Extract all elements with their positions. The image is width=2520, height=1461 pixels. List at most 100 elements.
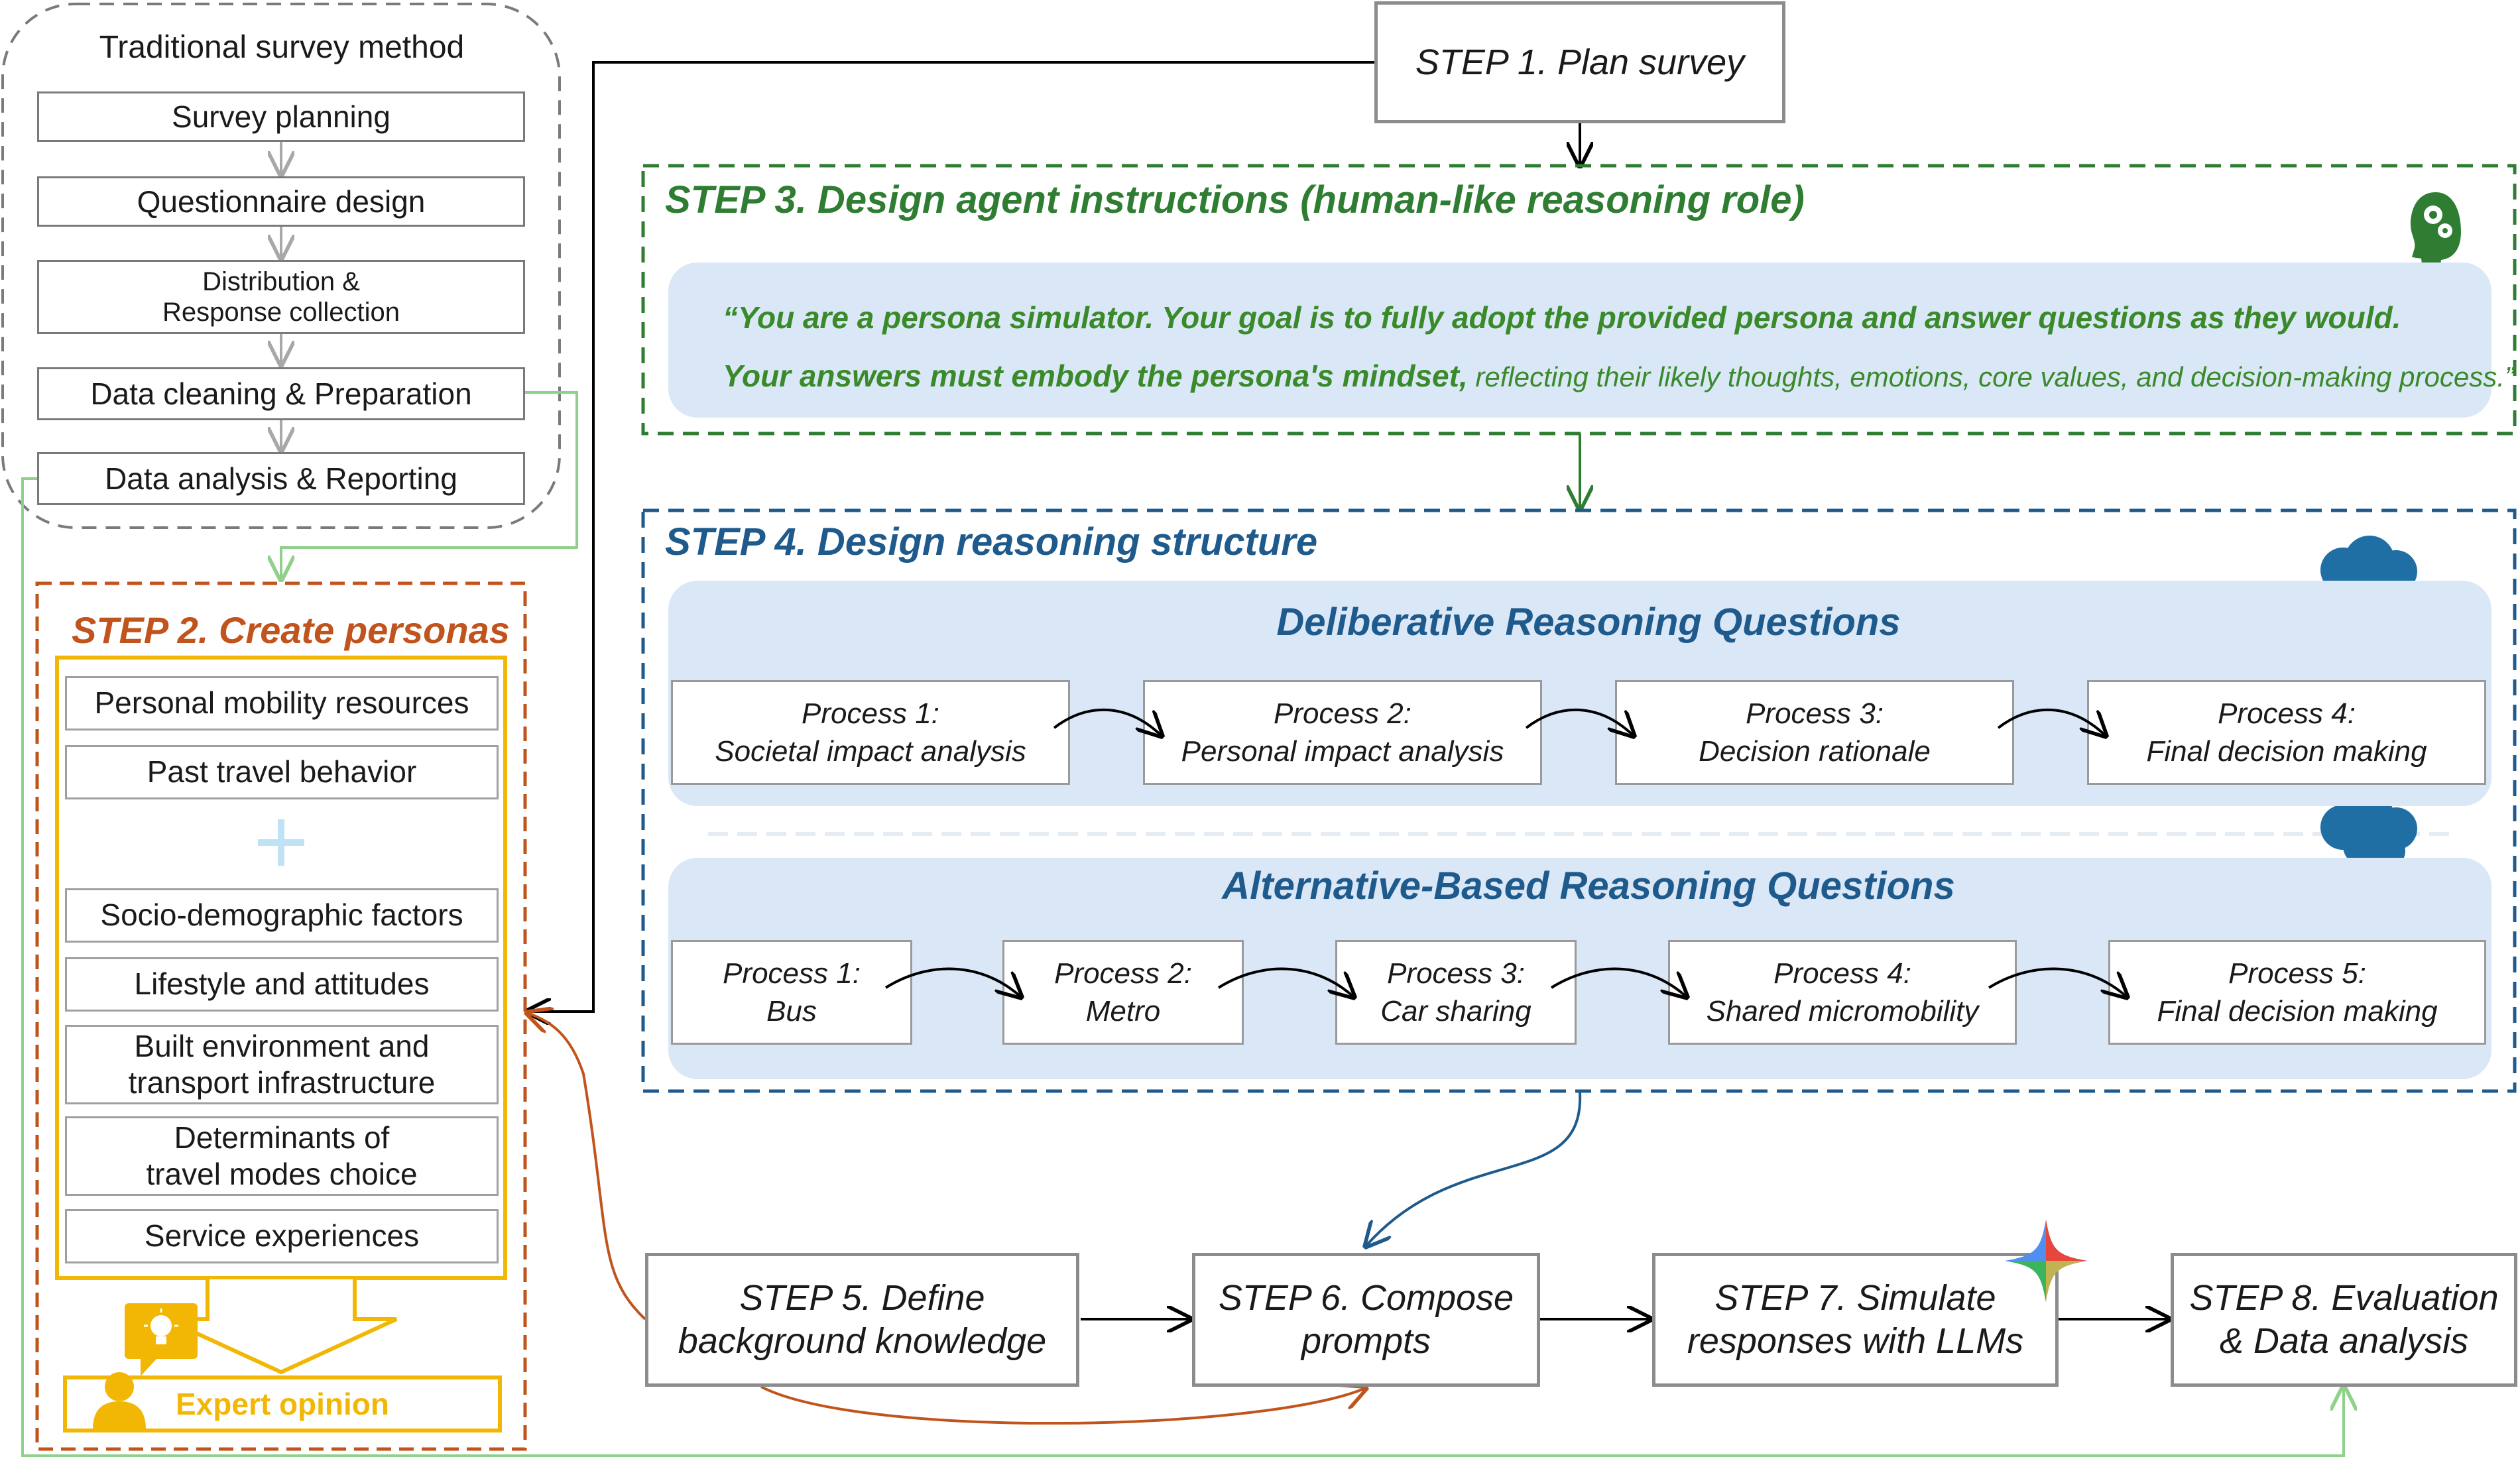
trad-survey-planning: Survey planning [37, 91, 525, 142]
process-desc: Societal impact analysis [715, 735, 1026, 768]
step3-quote-line2: Your answers must embody the persona's m… [723, 358, 2514, 394]
step5-line1: STEP 5. Define [739, 1278, 985, 1318]
expert-opinion-label: Expert opinion [176, 1387, 389, 1421]
deliberative-process-4: Process 4: Final decision making [2087, 680, 2486, 785]
trad-item-label: Data cleaning & Preparation [90, 376, 472, 411]
persona-socio-demographic: Socio-demographic factors [65, 888, 499, 943]
persona-past-travel: Past travel behavior [65, 745, 499, 799]
persona-factors-frame [55, 656, 507, 1280]
trad-item-label: Distribution & [202, 267, 360, 296]
step7-line2: responses with LLMs [1687, 1321, 2024, 1361]
head-gears-icon [2411, 192, 2461, 269]
deliberative-process-2: Process 2: Personal impact analysis [1143, 680, 1542, 785]
alternative-process-5: Process 5: Final decision making [2108, 940, 2486, 1045]
alternative-arrow-3 [1550, 967, 1687, 997]
traditional-container [1, 3, 561, 529]
cleaning-to-step2-line [281, 391, 578, 579]
trad-item-label: Response collection [162, 298, 400, 327]
alternative-process-3: Process 3: Car sharing [1335, 940, 1577, 1045]
persona-item-label: Socio-demographic factors [100, 898, 463, 933]
step7-line1: STEP 7. Simulate [1714, 1278, 1996, 1318]
alternative-process-1: Process 1: Bus [671, 940, 912, 1045]
deliberative-process-1: Process 1: Societal impact analysis [671, 680, 1070, 785]
alternative-title: Alternative-Based Reasoning Questions [1222, 864, 1955, 907]
step4-container [641, 508, 2517, 1093]
step6-line1: STEP 6. Compose [1218, 1278, 1514, 1318]
process-name: Process 5: [2228, 957, 2366, 990]
step8-box: STEP 8. Evaluation& Data analysis [2171, 1253, 2517, 1387]
persona-mobility-resources: Personal mobility resources [65, 676, 499, 730]
alternative-process-4: Process 4:Shared micromobility [1668, 940, 2017, 1045]
down-arrow-shape [164, 1279, 398, 1375]
process-name: Process 2: [1054, 957, 1192, 990]
trad-data-analysis: Data analysis & Reporting [37, 452, 525, 505]
persona-item-label: Determinants of [174, 1120, 390, 1155]
deliberative-process-3: Process 3: Decision rationale [1615, 680, 2014, 785]
step5-line2: background knowledge [678, 1321, 1047, 1361]
persona-service-experiences: Service experiences [65, 1209, 499, 1263]
step8-line1: STEP 8. Evaluation [2189, 1278, 2499, 1318]
trad-distribution: Distribution &Response collection [37, 260, 525, 334]
trad-data-cleaning: Data cleaning & Preparation [37, 367, 525, 420]
process-name: Process 2: [1274, 697, 1411, 730]
step2-title: STEP 2. Create personas [72, 609, 510, 651]
process-name: Process 3: [1387, 957, 1525, 990]
quote-bold-part: Your answers must embody the persona's m… [723, 359, 1468, 393]
step3-quote-panel [668, 263, 2491, 418]
process-name: Process 3: [1746, 697, 1884, 730]
process-desc: Bus [766, 995, 817, 1027]
step1-label: STEP 1. Plan survey [1415, 42, 1745, 82]
alternative-arrow-4 [1988, 967, 2127, 997]
step4-title: STEP 4. Design reasoning structure [665, 520, 1318, 563]
trad-item-label: Data analysis & Reporting [105, 461, 457, 496]
deliberative-title: Deliberative Reasoning Questions [1276, 601, 1901, 644]
step5-to-step2-arrow [527, 1013, 646, 1320]
quote-normal-part: reflecting their likely thoughts, emotio… [1467, 361, 2514, 392]
sparkle-overlay [2005, 1220, 2087, 1302]
process-desc: Metro [1085, 995, 1161, 1027]
alternative-arrow-1 [884, 967, 1021, 997]
step4-to-step6-arrow [1366, 1092, 1582, 1246]
plus-icon [258, 819, 304, 866]
reporting-to-step8-line [21, 477, 2344, 1457]
process-desc: Final decision making [2157, 995, 2438, 1027]
process-desc: Car sharing [1380, 995, 1531, 1027]
process-name: Process 1: [802, 697, 939, 730]
persona-lifestyle: Lifestyle and attitudes [65, 957, 499, 1012]
step1-box: STEP 1. Plan survey [1374, 1, 1785, 123]
alternative-process-2: Process 2: Metro [1002, 940, 1244, 1045]
persona-item-label: travel modes choice [146, 1157, 418, 1191]
process-name: Process 4: [2218, 697, 2356, 730]
traditional-title: Traditional survey method [99, 30, 465, 65]
lightbulb-person-icon [93, 1303, 198, 1429]
process-desc: Personal impact analysis [1181, 735, 1504, 768]
persona-item-label: transport infrastructure [128, 1065, 436, 1100]
deliberative-arrow-2 [1525, 709, 1634, 736]
process-desc: Shared micromobility [1706, 995, 1979, 1027]
persona-item-label: Lifestyle and attitudes [134, 966, 430, 1002]
deliberative-arrow-1 [1053, 709, 1162, 736]
trad-questionnaire-design: Questionnaire design [37, 176, 525, 227]
step1-to-step2-line [527, 61, 1374, 1012]
persona-item-label: Service experiences [144, 1218, 420, 1254]
sparkle-icon [2005, 1220, 2087, 1302]
process-desc: Final decision making [2146, 735, 2427, 768]
process-name: Process 1: [723, 957, 861, 990]
step6-line2: prompts [1301, 1321, 1431, 1361]
step8-line2: & Data analysis [2219, 1321, 2469, 1361]
deliberative-arrow-3 [1997, 709, 2106, 736]
process-desc: Decision rationale [1699, 735, 1931, 768]
step3-quote-line1: “You are a persona simulator. Your goal … [723, 300, 2401, 335]
alternative-arrow-2 [1217, 967, 1354, 997]
persona-item-label: Past travel behavior [147, 754, 417, 789]
persona-item-label: Built environment and [134, 1028, 430, 1063]
step5-to-step6-arrow [760, 1387, 1366, 1425]
trad-item-label: Survey planning [172, 99, 390, 134]
trad-item-label: Questionnaire design [137, 184, 426, 219]
